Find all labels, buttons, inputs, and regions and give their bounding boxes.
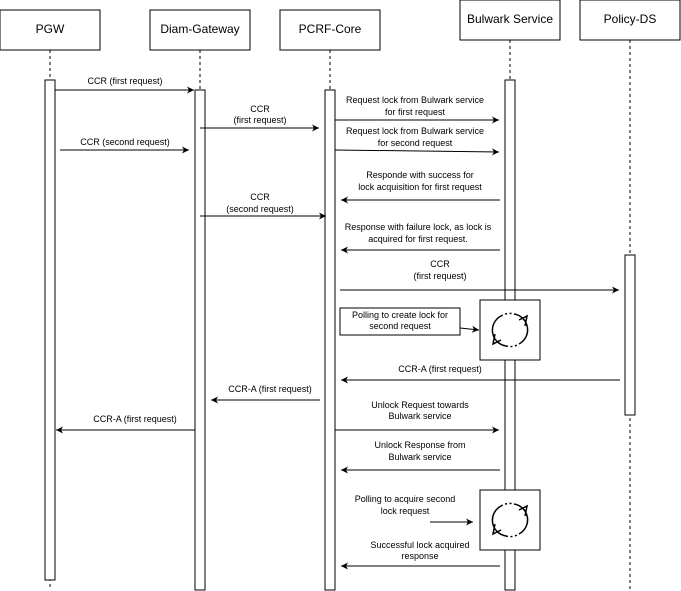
actor-pcrf-core[interactable]: PCRF-Core bbox=[279, 9, 381, 51]
msg-11-label: CCR-A (first request) bbox=[228, 384, 312, 394]
diam-gateway-activation bbox=[194, 89, 206, 591]
msg-6-label-line1: Responde with success for bbox=[366, 170, 474, 180]
actor-bulwark-label: Bulwark Service bbox=[467, 12, 553, 26]
msg-14-label-line1: Unlock Response from bbox=[374, 440, 465, 450]
msg-8-label-line2: acquired for first request. bbox=[368, 234, 468, 244]
loop-create bbox=[479, 299, 541, 361]
msg-3-label-line1: Request lock from Bulwark service bbox=[346, 95, 484, 105]
note-polling-create-line2: second request bbox=[369, 321, 431, 331]
pgw-activation bbox=[44, 79, 56, 581]
msg-5-label-line2: for second request bbox=[378, 138, 453, 148]
policy-ds-activation bbox=[624, 254, 636, 416]
msg-6-label-line2: lock acquisition for first request bbox=[358, 182, 482, 192]
note-polling-create: Polling to create lock for second reques… bbox=[339, 307, 461, 336]
actor-policy-ds[interactable]: Policy-DS bbox=[579, 0, 681, 41]
msg-10-label: CCR-A (first request) bbox=[398, 364, 482, 374]
refresh-icon bbox=[491, 502, 529, 538]
msg-5-label-line1: Request lock from Bulwark service bbox=[346, 126, 484, 136]
note-polling-acquire: Polling to acquire second lock request bbox=[355, 494, 456, 516]
msg-9-label-line1: CCR bbox=[430, 259, 450, 269]
msg-4-label: CCR (second request) bbox=[80, 137, 170, 147]
actor-pgw-label: PGW bbox=[36, 22, 65, 36]
refresh-icon bbox=[491, 312, 529, 348]
pcrf-core-activation bbox=[324, 89, 336, 591]
msg-2-label-line1: CCR bbox=[250, 104, 270, 114]
msg-14-label-line2: Bulwark service bbox=[388, 452, 451, 462]
msg-15-label-line2: response bbox=[401, 551, 438, 561]
note-polling-create-line1: Polling to create lock for bbox=[352, 310, 448, 320]
actor-diam-gateway-label: Diam-Gateway bbox=[160, 22, 239, 36]
msg-13-label: CCR-A (first request) bbox=[93, 414, 177, 424]
msg-12-label-line1: Unlock Request towards bbox=[371, 400, 469, 410]
note-polling-acquire-line1: Polling to acquire second bbox=[355, 494, 456, 504]
msg-9-label-line2: (first request) bbox=[413, 271, 466, 281]
note-create-arrow bbox=[459, 325, 480, 333]
msg-7-label-line1: CCR bbox=[250, 192, 270, 202]
actor-bulwark[interactable]: Bulwark Service bbox=[459, 0, 561, 41]
msg-5-arrow bbox=[334, 148, 500, 156]
msg-15-label-line1: Successful lock acquired bbox=[370, 540, 469, 550]
msg-1-label: CCR (first request) bbox=[87, 76, 162, 86]
actor-pcrf-core-label: PCRF-Core bbox=[299, 22, 362, 36]
msg-2-label-line2: (first request) bbox=[233, 115, 286, 125]
loop-acquire bbox=[479, 489, 541, 551]
actor-pgw[interactable]: PGW bbox=[0, 9, 101, 51]
msg-7-label-line2: (second request) bbox=[226, 204, 294, 214]
msg-8-label-line1: Response with failure lock, as lock is bbox=[345, 222, 492, 232]
msg-12-label-line2: Bulwark service bbox=[388, 411, 451, 421]
actor-diam-gateway[interactable]: Diam-Gateway bbox=[149, 9, 251, 51]
note-polling-acquire-line2: lock request bbox=[381, 506, 430, 516]
actor-policy-ds-label: Policy-DS bbox=[604, 12, 657, 26]
msg-3-label-line2: for first request bbox=[385, 107, 446, 117]
